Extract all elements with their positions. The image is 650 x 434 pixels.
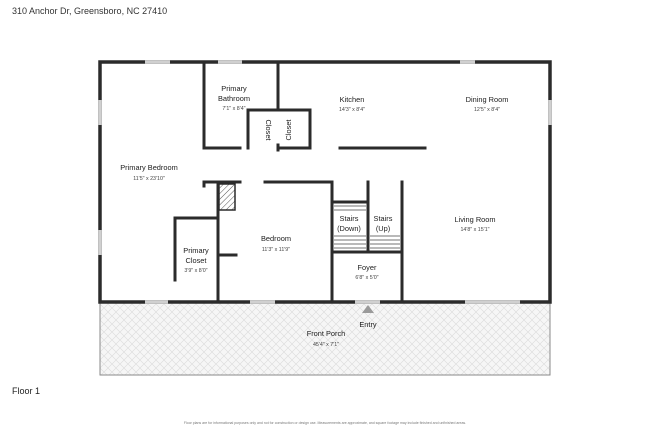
room-name: Bedroom	[261, 234, 291, 243]
room-primary-closet: Primary Closet 3'9" x 8'0"	[183, 246, 209, 274]
room-primary-bathroom: Primary Bathroom 7'1" x 8'4"	[218, 84, 250, 112]
chimney	[218, 183, 236, 211]
room-name: Primary Bedroom	[120, 163, 178, 172]
closet-label: Closet	[264, 120, 273, 141]
room-dimensions: 11'3" x 11'9"	[262, 247, 290, 253]
room-dimensions: 45'4" x 7'1"	[313, 342, 339, 348]
entry-arrow-icon	[362, 305, 374, 313]
exterior-walls	[98, 60, 552, 304]
front-porch-area	[99, 301, 551, 376]
windows	[98, 60, 552, 304]
stairs-up: Stairs (Up)	[374, 214, 393, 233]
stair-treads	[334, 205, 400, 249]
room-dimensions: 3'9" x 8'0"	[184, 268, 207, 274]
room-living-room: Living Room 14'8" x 15'1"	[454, 215, 495, 233]
entry-label: Entry	[359, 320, 377, 329]
room-bedroom: Bedroom 11'3" x 11'9"	[261, 234, 291, 253]
room-dimensions: 11'5" x 23'10"	[133, 176, 165, 182]
room-dining-room: Dining Room 12'5" x 8'4"	[466, 95, 509, 113]
disclaimer: Floor plans are for informational purpos…	[183, 421, 467, 425]
closet-label: Closet	[284, 120, 293, 141]
room-kitchen: Kitchen 14'3" x 8'4"	[339, 95, 365, 113]
room-name: Kitchen	[340, 95, 365, 104]
room-name: Primary	[221, 84, 247, 93]
room-name: Dining Room	[466, 95, 509, 104]
room-dimensions: 6'8" x 5'0"	[355, 275, 378, 281]
interior-walls	[173, 60, 427, 304]
room-primary-bedroom: Primary Bedroom 11'5" x 23'10"	[120, 163, 178, 182]
room-name: Front Porch	[307, 329, 346, 338]
room-name: Foyer	[358, 263, 377, 272]
stairs-down: Stairs (Down)	[337, 214, 361, 233]
room-name: Stairs	[340, 214, 359, 223]
room-name: Primary	[183, 246, 209, 255]
room-dimensions: 14'8" x 15'1"	[460, 227, 489, 233]
room-front-porch: Front Porch 45'4" x 7'1"	[307, 329, 346, 348]
room-name: Closet	[186, 256, 207, 265]
room-name: Stairs	[374, 214, 393, 223]
room-name: (Down)	[337, 224, 361, 233]
room-foyer: Foyer 6'8" x 5'0"	[355, 263, 378, 281]
property-address: 310 Anchor Dr, Greensboro, NC 27410	[12, 6, 168, 16]
room-dimensions: 12'5" x 8'4"	[474, 107, 500, 113]
room-name: (Up)	[376, 224, 390, 233]
room-name: Bathroom	[218, 94, 250, 103]
room-name: Living Room	[454, 215, 495, 224]
room-dimensions: 14'3" x 8'4"	[339, 107, 365, 113]
room-dimensions: 7'1" x 8'4"	[222, 106, 245, 112]
floor-label: Floor 1	[12, 386, 41, 396]
